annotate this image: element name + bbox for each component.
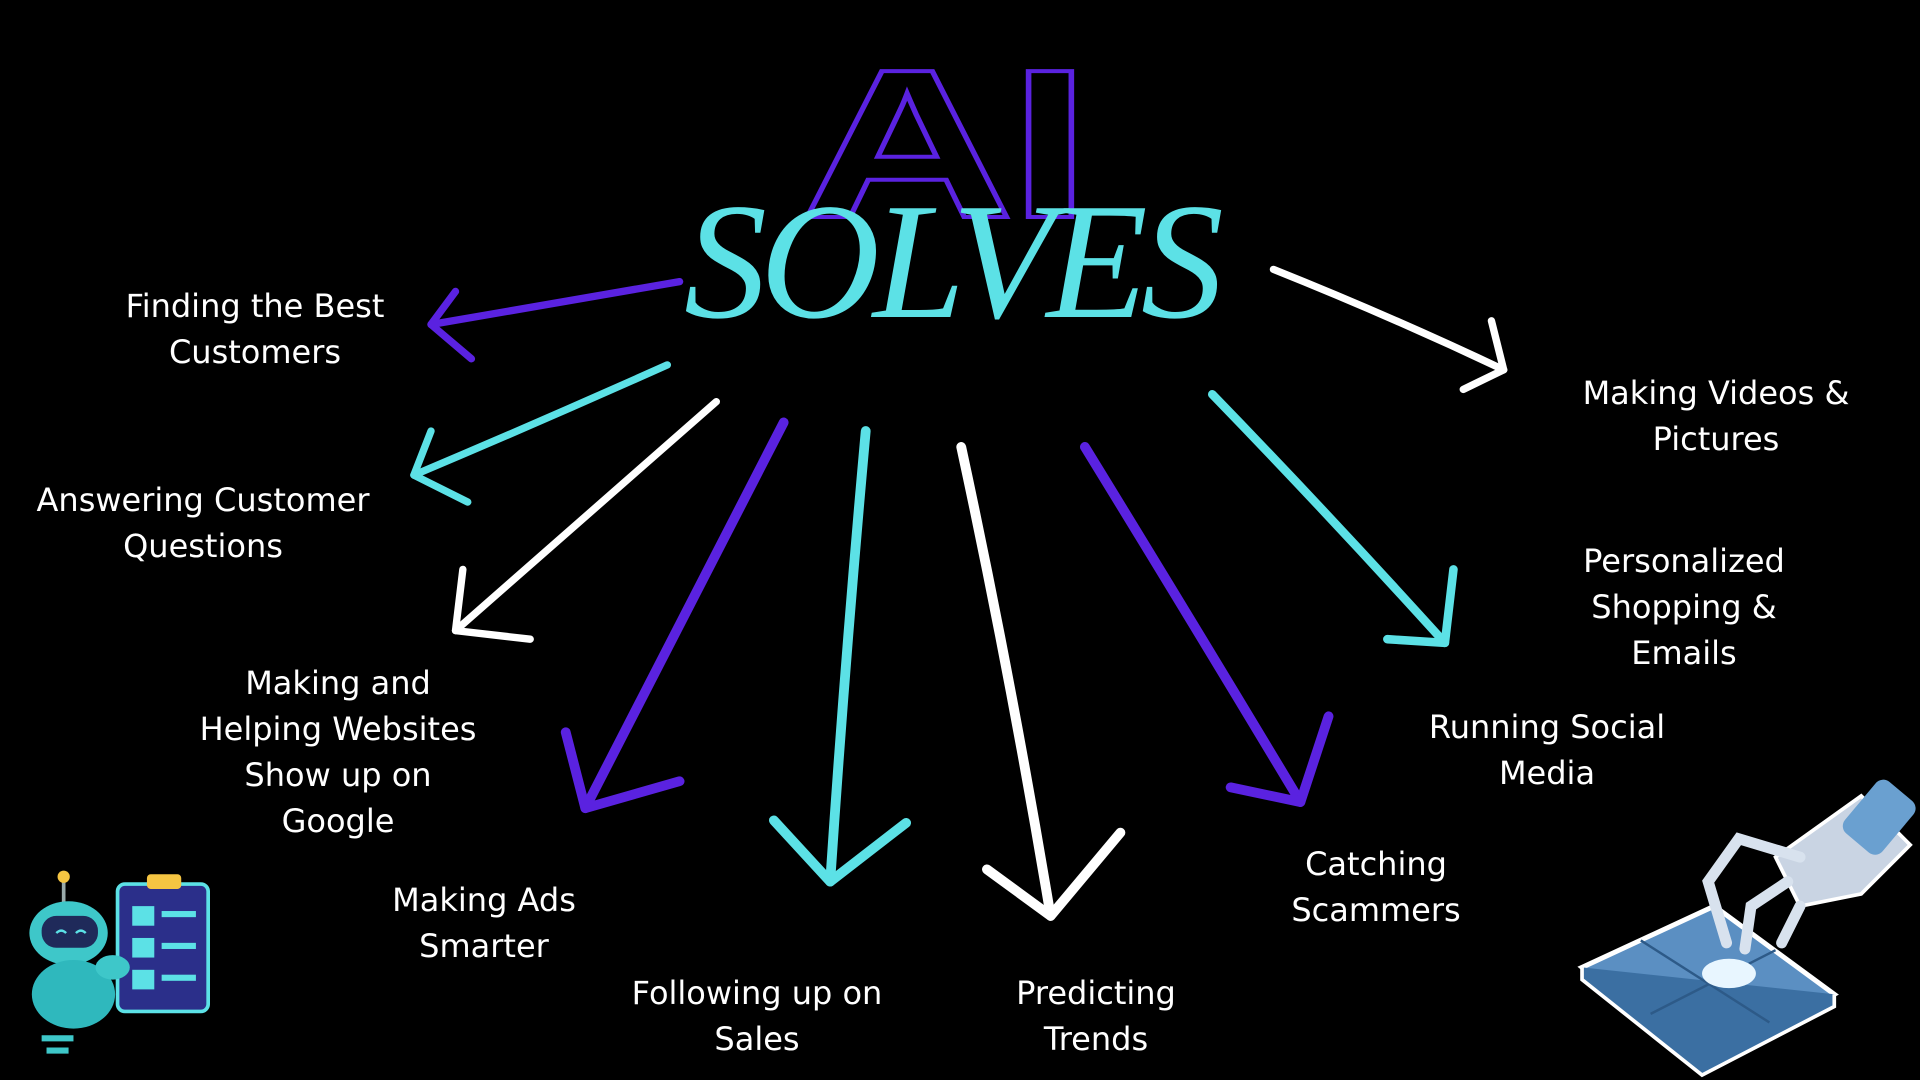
arrow-following-up	[768, 426, 912, 887]
arrow-finding-customers	[427, 277, 684, 363]
label-line: Personalized	[1583, 542, 1785, 580]
label-line: Finding the Best	[125, 287, 385, 325]
label-line: Sales	[714, 1020, 800, 1058]
label-line: Following up on	[631, 974, 883, 1012]
label-line: Customers	[168, 333, 342, 371]
title-ai: AI	[797, 25, 1094, 262]
label-line: Questions	[123, 527, 283, 565]
arrow-social-media	[1207, 390, 1458, 648]
title-solves: SOLVES	[684, 169, 1224, 353]
robot-checklist-illustration	[29, 870, 210, 1054]
label-line: Answering Customer	[36, 481, 370, 519]
label-line: Running Social	[1428, 708, 1666, 746]
label-line: Emails	[1631, 634, 1737, 672]
label-line: Making Videos &	[1582, 374, 1850, 412]
label-line: Making and	[245, 664, 431, 702]
label-line: Helping Websites	[199, 710, 477, 748]
label-line: Predicting	[1016, 974, 1176, 1012]
label-line: Trends	[1043, 1020, 1149, 1058]
arrow-websites	[451, 397, 720, 643]
label-line: Show up on	[244, 756, 432, 794]
label-line: Media	[1498, 754, 1596, 792]
label-following-up: Following up on Sales	[632, 970, 883, 1062]
label-videos: Making Videos & Pictures	[1583, 370, 1850, 462]
label-line: Google	[281, 802, 395, 840]
label-line: Catching	[1305, 845, 1447, 883]
arrow-answering-questions	[410, 361, 672, 506]
arrow-videos	[1269, 265, 1508, 394]
label-line: Smarter	[419, 927, 549, 965]
label-line: Shopping &	[1591, 588, 1777, 626]
label-line: Scammers	[1291, 891, 1461, 929]
arrow-scammers	[1080, 442, 1334, 807]
robot-hand-puzzle-illustration	[1577, 779, 1916, 1078]
label-line: Pictures	[1652, 420, 1780, 458]
arrow-predicting	[956, 442, 1126, 921]
arrow-ads	[560, 417, 789, 814]
label-line: Making Ads	[392, 881, 576, 919]
